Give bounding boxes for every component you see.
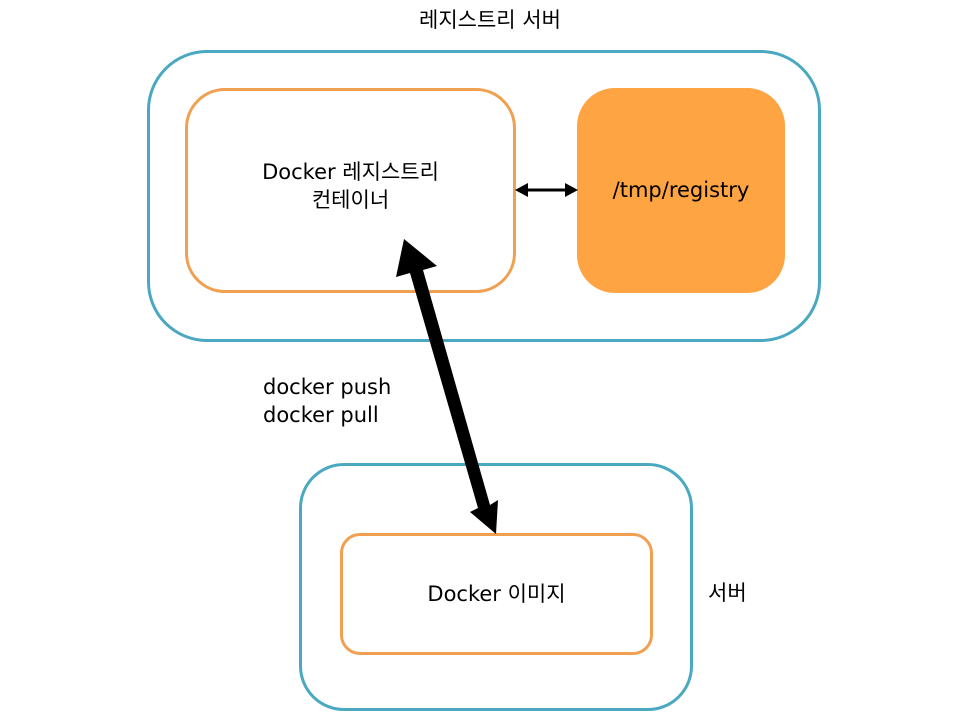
docker-push-label: docker push — [263, 375, 392, 399]
docker-pull-label: docker pull — [263, 403, 379, 427]
docker-image-box: Docker 이미지 — [340, 533, 653, 655]
push-pull-arrow — [396, 239, 498, 534]
registry-container-label-line1: Docker 레지스트리 — [262, 159, 439, 184]
registry-server-box — [147, 50, 821, 342]
storage-box: /tmp/registry — [577, 88, 785, 293]
storage-label: /tmp/registry — [612, 177, 750, 202]
server-box — [299, 463, 693, 711]
registry-server-label: 레지스트리 서버 — [419, 8, 561, 32]
container-storage-arrow — [515, 183, 578, 197]
registry-container-label-line2: 컨테이너 — [311, 187, 390, 212]
registry-container-box: Docker 레지스트리 컨테이너 — [185, 88, 516, 293]
server-label: 서버 — [708, 581, 747, 605]
docker-image-label: Docker 이미지 — [427, 582, 566, 606]
